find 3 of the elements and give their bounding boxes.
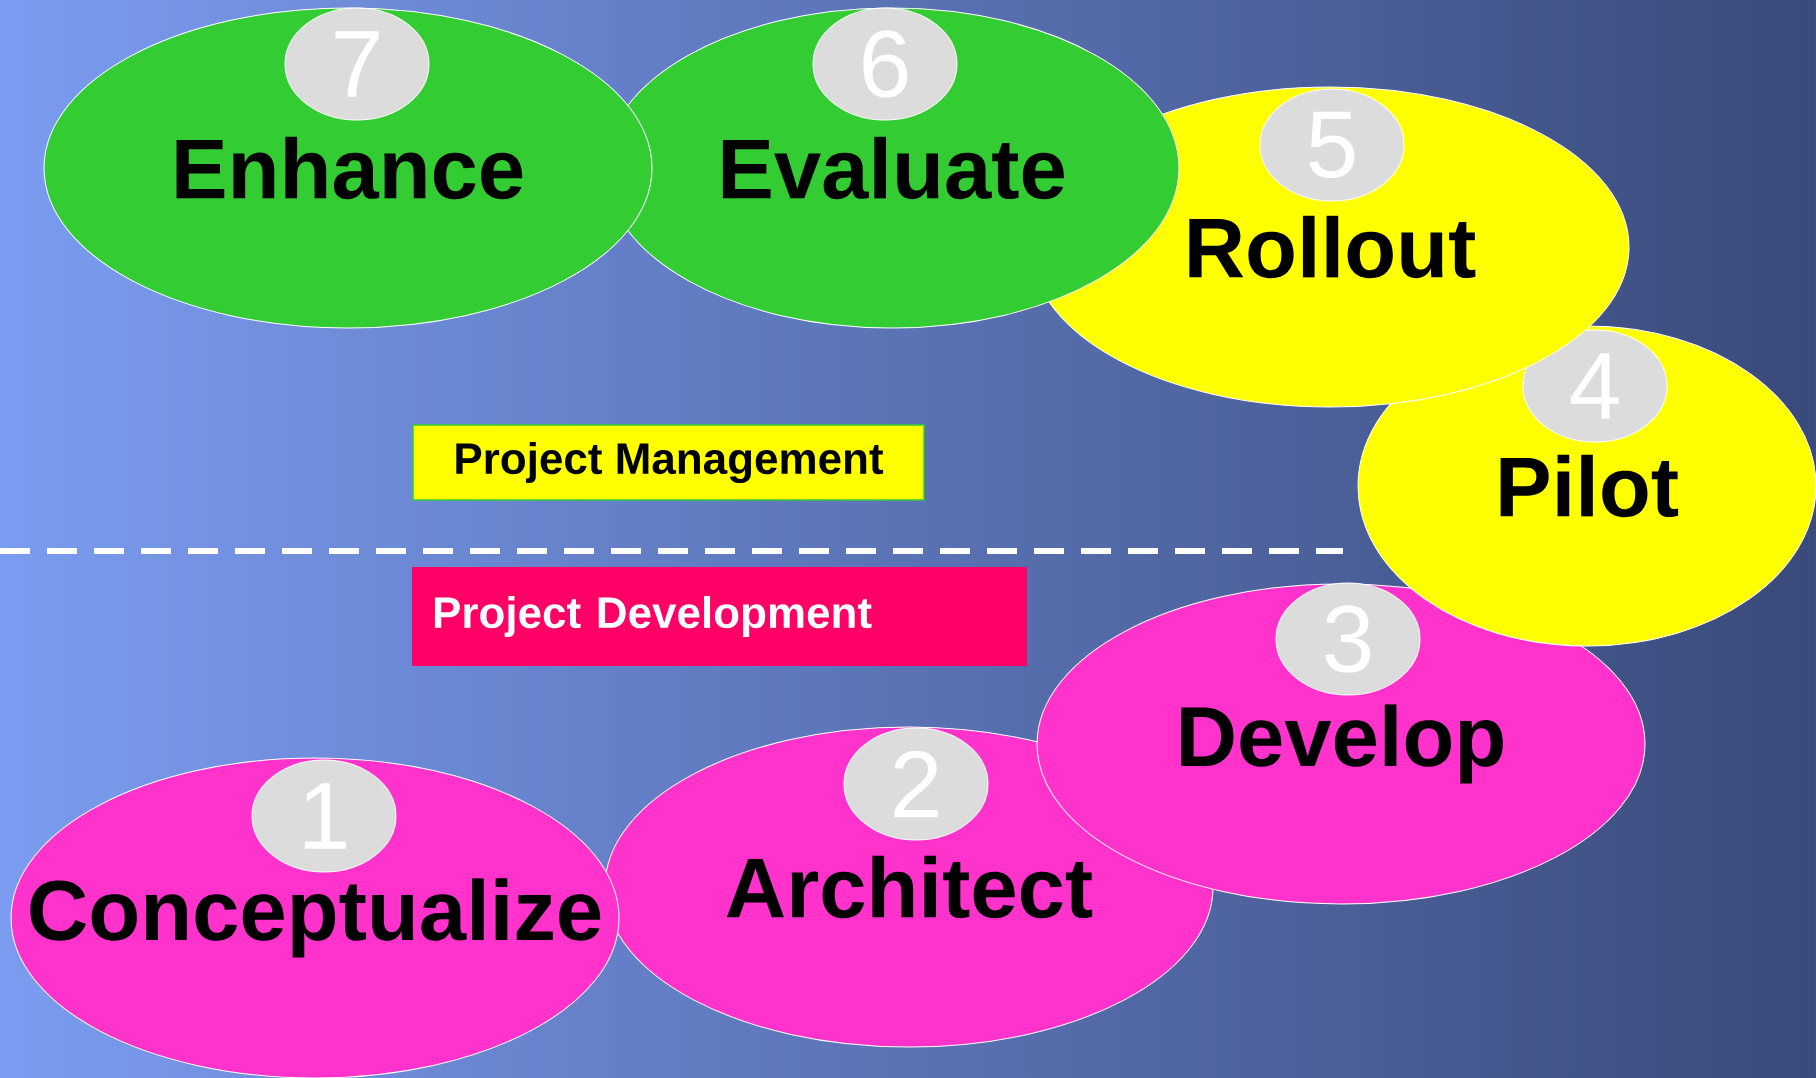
legend-box: Project Development xyxy=(412,567,1027,666)
legend-box: Project Management xyxy=(412,424,925,501)
node-label: Pilot xyxy=(1500,454,1679,518)
